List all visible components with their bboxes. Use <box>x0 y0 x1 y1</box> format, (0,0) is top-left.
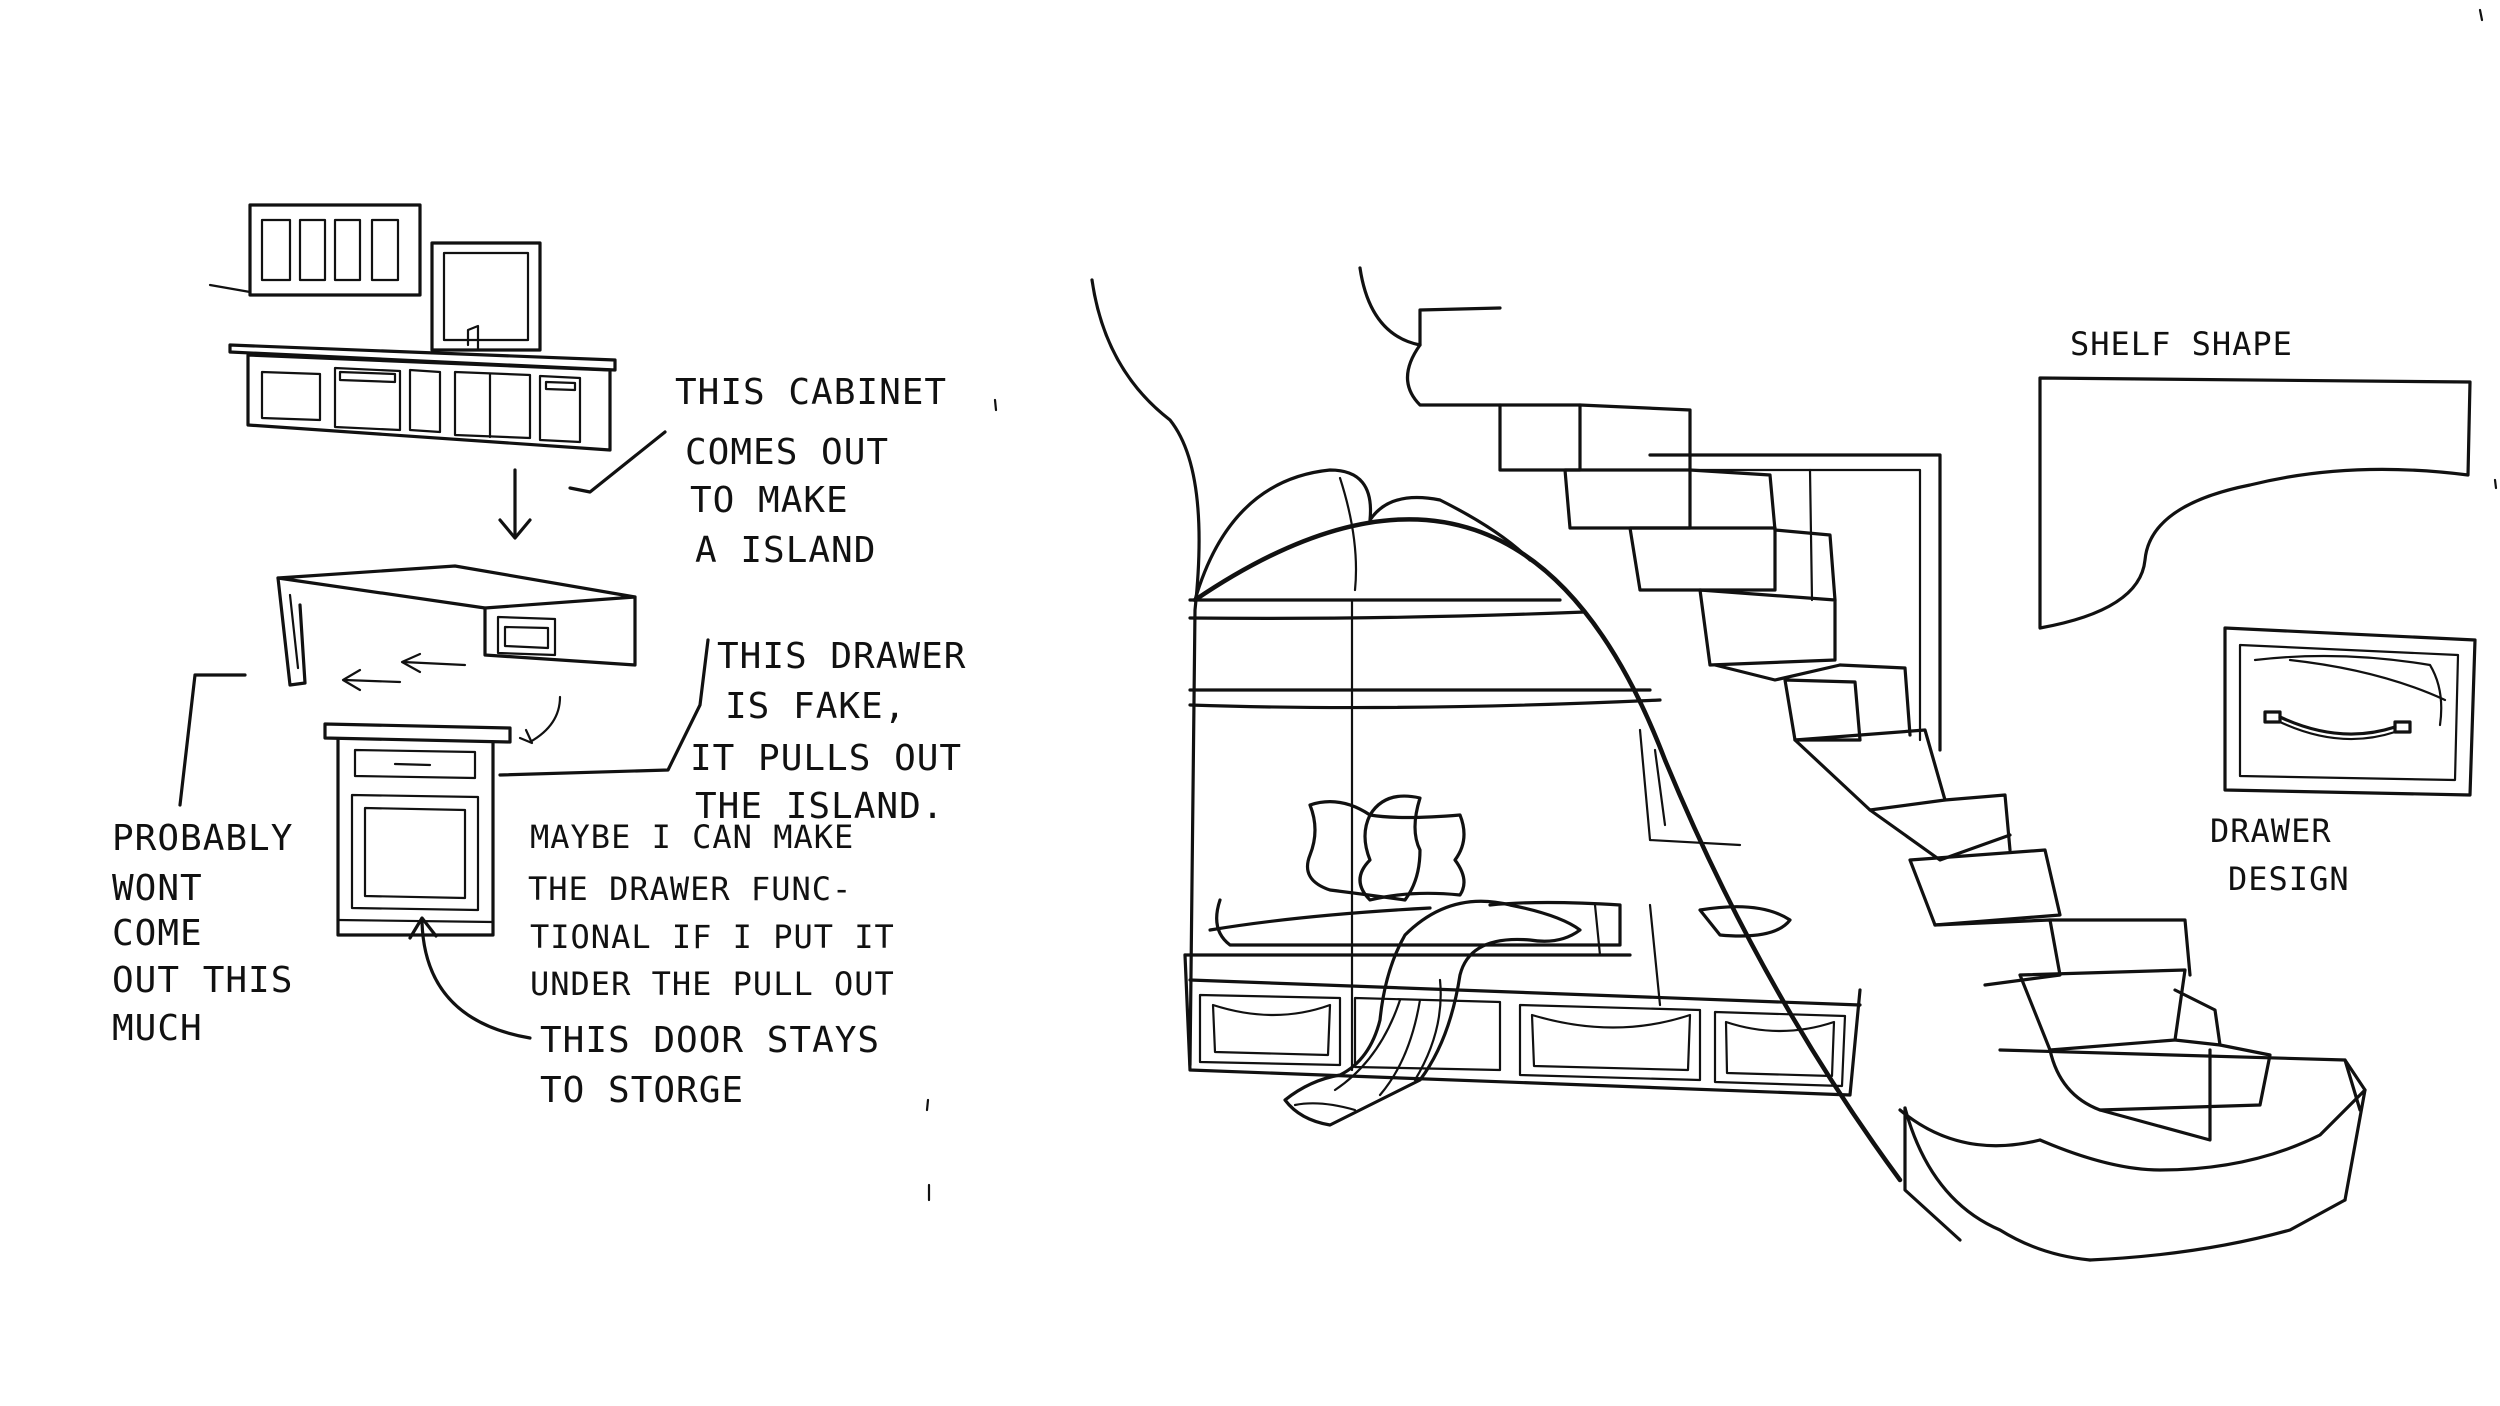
note-shelf-shape: SHELF SHAPE <box>2070 325 2293 363</box>
base-cabinet-sketch-icon <box>323 722 512 937</box>
left-arrows-icon <box>341 652 467 692</box>
note-drawer-fake: THIS DRAWER IS FAKE, IT PULLS OUT THE IS… <box>690 636 989 827</box>
down-arrow-icon <box>498 468 532 540</box>
note-maybe: MAYBE I CAN MAKE THE DRAWER FUNC- TIONAL… <box>528 818 915 1003</box>
note-door: THIS DOOR STAYS TO STORGE <box>540 1020 903 1111</box>
note-drawer-design: DRAWER DESIGN <box>2210 812 2352 898</box>
edge-marks <box>2478 8 2498 490</box>
drawer-leader-line <box>498 638 710 777</box>
drawer-with-handle-sketch-icon <box>2223 626 2477 797</box>
leader-arrowhead-icon <box>518 728 534 745</box>
kitchen-elevation-sketch-icon <box>208 203 617 452</box>
probably-bracket <box>178 673 247 807</box>
stray-marks <box>925 398 998 1202</box>
note-cabinet: THIS CABINET COMES OUT TO MAKE A ISLAND <box>675 372 970 571</box>
door-arrow-icon <box>408 916 532 1040</box>
note-probably: PROBABLY WONT COME OUT THIS MUCH <box>112 818 316 1049</box>
island-leader-line <box>528 695 562 744</box>
cabinet-leader-line <box>568 430 667 494</box>
shelf-profile-sketch-icon <box>2038 376 2472 630</box>
island-cabinet-sketch-icon <box>276 564 637 687</box>
stair-reading-nook-sketch-icon <box>1090 266 2367 1262</box>
